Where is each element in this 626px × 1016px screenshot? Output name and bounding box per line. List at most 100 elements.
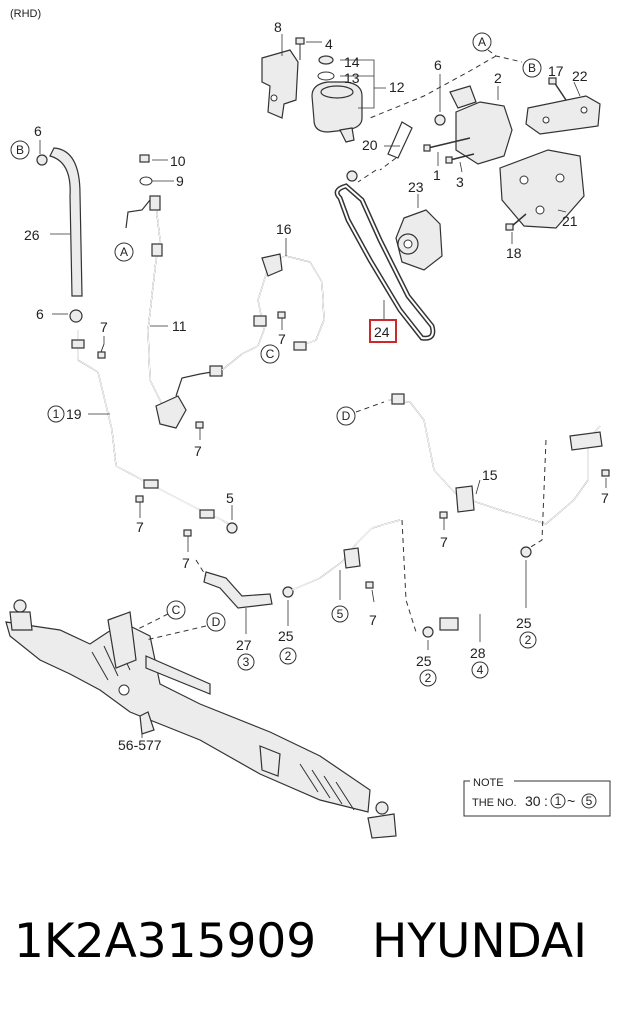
- clamp-6-lower: [69, 309, 83, 323]
- callout-27: 27: [236, 637, 252, 653]
- bolt-18: [505, 213, 527, 231]
- reservoir-cap: [317, 55, 335, 81]
- bolt-7-g: [601, 469, 610, 477]
- callout-2: 2: [494, 70, 502, 86]
- hose-11: [125, 195, 169, 411]
- bracket-22: [525, 95, 601, 135]
- bracket-21: [499, 149, 585, 229]
- clamp-25-a: [282, 586, 294, 598]
- connector-b-top-label: B: [528, 61, 536, 75]
- note-separator: :: [544, 793, 548, 809]
- clamp-5: [226, 522, 238, 534]
- connector-c-bottom: [166, 600, 186, 620]
- subref-19: [47, 405, 65, 423]
- drive-belt-24: [334, 183, 436, 341]
- note-prefix: THE NO.: [472, 797, 517, 809]
- callout-1: 1: [433, 167, 441, 183]
- bolt-10: [139, 154, 150, 163]
- tie-rod-end-left: [9, 599, 33, 631]
- callout-7-e: 7: [278, 331, 286, 347]
- callout-24: 24: [374, 324, 390, 340]
- callout-6-left-upper: 6: [34, 123, 42, 139]
- connector-b-left: [10, 140, 30, 160]
- callout-5: 5: [226, 490, 234, 506]
- subref-25-b: [419, 669, 437, 687]
- idler-pulley-23: [395, 209, 443, 271]
- subref-27: [237, 653, 255, 671]
- pipe-15: [387, 393, 603, 525]
- connector-d-top-label: D: [342, 409, 351, 423]
- subref-25-c-label: 2: [525, 633, 532, 647]
- callout-7-f: 7: [440, 534, 448, 550]
- callout-8: 8: [274, 19, 282, 35]
- callout-22: 22: [572, 68, 588, 84]
- connector-a-left: [114, 242, 134, 262]
- footer-part-number: 1K2A315909: [14, 914, 316, 969]
- callout-3: 3: [456, 174, 464, 190]
- bolt-7-h: [365, 581, 374, 589]
- note-from: 1: [555, 794, 562, 808]
- note-title: NOTE: [473, 777, 504, 789]
- pump-bolts: [423, 137, 475, 164]
- clamp-6-upper: [36, 154, 48, 166]
- callout-6-top: 6: [434, 57, 442, 73]
- hose-11-fitting: [155, 365, 223, 429]
- connector-c-top-label: C: [266, 347, 275, 361]
- callout-16: 16: [276, 221, 292, 237]
- callout-25-a: 25: [278, 628, 294, 644]
- hose-16: [221, 253, 325, 371]
- callout-10: 10: [170, 153, 186, 169]
- note-to-circle: [581, 793, 597, 809]
- callout-7-d: 7: [194, 443, 202, 459]
- callout-15: 15: [482, 467, 498, 483]
- note-tilde: ~: [567, 793, 575, 809]
- callout-18: 18: [506, 245, 522, 261]
- callout-9: 9: [176, 173, 184, 189]
- variant-label: (RHD): [10, 8, 41, 20]
- hose-20: [384, 121, 413, 159]
- callout-28: 28: [470, 645, 486, 661]
- note-from-circle: [550, 793, 566, 809]
- subref-25-b-label: 2: [425, 671, 432, 685]
- callout-6-left-lower: 6: [36, 306, 44, 322]
- hose-26: [49, 147, 83, 297]
- gear-mount-bracket: [139, 711, 155, 735]
- callout-23: 23: [408, 179, 424, 195]
- callout-7-b: 7: [136, 519, 144, 535]
- subref-5: [331, 605, 349, 623]
- clamp-25-b: [422, 626, 434, 638]
- callout-7-g: 7: [601, 490, 609, 506]
- steering-gear-box: [5, 611, 371, 813]
- callout-13: 13: [344, 70, 360, 86]
- callout-14: 14: [344, 54, 360, 70]
- callout-4: 4: [325, 36, 333, 52]
- callout-25-b: 25: [416, 653, 432, 669]
- subref-25-a-label: 2: [285, 649, 292, 663]
- connector-d-top: [336, 406, 356, 426]
- bolt-7-a: [97, 343, 106, 359]
- pipe-5: [291, 519, 401, 591]
- note-number: 30: [525, 793, 541, 809]
- subref-5-label: 5: [337, 607, 344, 621]
- reservoir-tank: [311, 81, 363, 143]
- connector-d-bottom-label: D: [212, 615, 221, 629]
- washer-6-top: [434, 114, 446, 126]
- hose-28: [435, 546, 515, 631]
- connector-b-left-label: B: [16, 143, 24, 157]
- clamp-25-c: [520, 546, 532, 558]
- callout-17: 17: [548, 63, 564, 79]
- tie-rod-end-right: [367, 801, 397, 839]
- callout-7-a: 7: [100, 319, 108, 335]
- footer-brand: HYUNDAI: [372, 914, 587, 969]
- highlight-box-24: [369, 319, 397, 343]
- washer-9: [139, 176, 153, 186]
- subref-27-label: 3: [243, 655, 250, 669]
- bolt-4: [295, 37, 305, 60]
- power-steering-pump: [449, 85, 513, 165]
- subref-28: [471, 661, 489, 679]
- connector-d-bottom: [206, 612, 226, 632]
- note-to: 5: [586, 794, 593, 808]
- connector-a-left-label: A: [120, 245, 128, 259]
- subref-25-c: [519, 631, 537, 649]
